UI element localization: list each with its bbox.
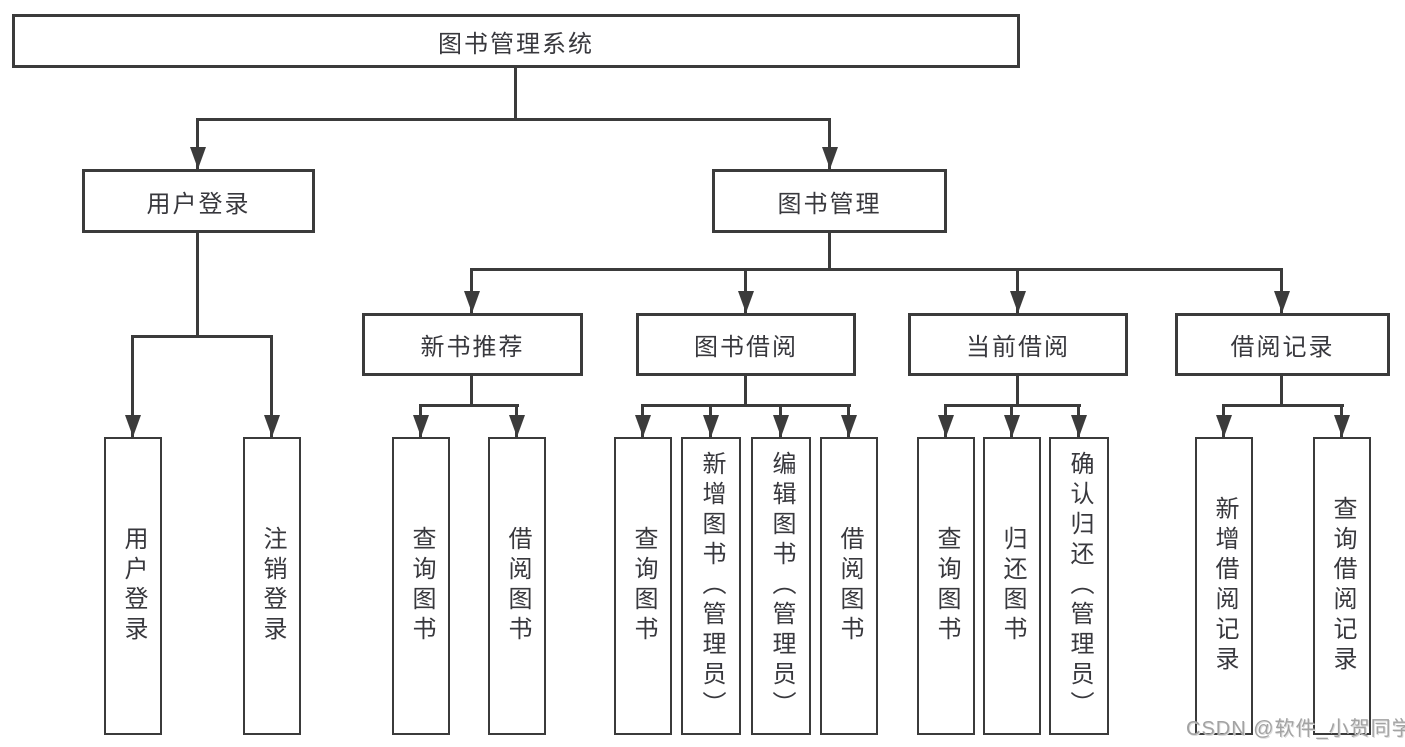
connector-line <box>1280 268 1283 313</box>
leaf-cb-query-books: 查询图书 <box>917 437 975 735</box>
connector-line <box>196 118 199 169</box>
connector-line <box>470 268 473 313</box>
leaf-user-login: 用户登录 <box>104 437 162 735</box>
arrow-down-icon <box>841 415 857 437</box>
leaf-nbr-borrow-books: 借阅图书 <box>488 437 546 735</box>
arrow-down-icon <box>822 147 838 169</box>
connector-line <box>131 335 134 437</box>
connector-line <box>1016 268 1019 313</box>
connector-line <box>514 68 517 120</box>
arrow-down-icon <box>1216 415 1232 437</box>
leaf-nbr-query-books: 查询图书 <box>392 437 450 735</box>
node-current-borrowing: 当前借阅 <box>908 313 1128 376</box>
connector-line <box>131 335 273 338</box>
connector-line <box>828 233 831 271</box>
arrow-down-icon <box>738 291 754 313</box>
leaf-br-add-record: 新增借阅记录 <box>1195 437 1253 735</box>
leaf-bb-add-books-admin: 新增图书（管理员） <box>681 437 741 735</box>
connector-line <box>744 268 747 313</box>
connector-line <box>828 118 831 169</box>
connector-line <box>270 335 273 437</box>
leaf-cb-return-books: 归还图书 <box>983 437 1041 735</box>
arrow-down-icon <box>413 415 429 437</box>
arrow-down-icon <box>938 415 954 437</box>
arrow-down-icon <box>464 291 480 313</box>
csdn-watermark: CSDN @软件_小贺同学 <box>1186 718 1405 740</box>
arrow-down-icon <box>1334 415 1350 437</box>
connector-line <box>1016 376 1019 407</box>
node-new-book-recommend: 新书推荐 <box>362 313 583 376</box>
node-book-management: 图书管理 <box>712 169 947 233</box>
arrow-down-icon <box>264 415 280 437</box>
node-book-borrowing: 图书借阅 <box>636 313 856 376</box>
arrow-down-icon <box>509 415 525 437</box>
connector-line <box>470 376 473 407</box>
arrow-down-icon <box>1071 415 1087 437</box>
node-library-management-system: 图书管理系统 <box>12 14 1020 68</box>
arrow-down-icon <box>125 415 141 437</box>
arrow-down-icon <box>773 415 789 437</box>
leaf-br-query-record: 查询借阅记录 <box>1313 437 1371 735</box>
arrow-down-icon <box>1274 291 1290 313</box>
arrow-down-icon <box>190 147 206 169</box>
leaf-logout: 注销登录 <box>243 437 301 735</box>
connector-line <box>1222 404 1344 407</box>
leaf-bb-borrow-books: 借阅图书 <box>820 437 878 735</box>
arrow-down-icon <box>1010 291 1026 313</box>
leaf-cb-confirm-return-admin: 确认归还（管理员） <box>1049 437 1109 735</box>
connector-line <box>744 376 747 407</box>
node-user-login: 用户登录 <box>82 169 315 233</box>
leaf-bb-edit-books-admin: 编辑图书（管理员） <box>751 437 811 735</box>
connector-line <box>196 233 199 337</box>
connector-line <box>1280 376 1283 407</box>
arrow-down-icon <box>1004 415 1020 437</box>
arrow-down-icon <box>635 415 651 437</box>
node-borrow-records: 借阅记录 <box>1175 313 1390 376</box>
leaf-bb-query-books: 查询图书 <box>614 437 672 735</box>
arrow-down-icon <box>703 415 719 437</box>
connector-line <box>196 118 831 121</box>
connector-line <box>419 404 519 407</box>
connector-line <box>470 268 1283 271</box>
connector-line <box>641 404 851 407</box>
